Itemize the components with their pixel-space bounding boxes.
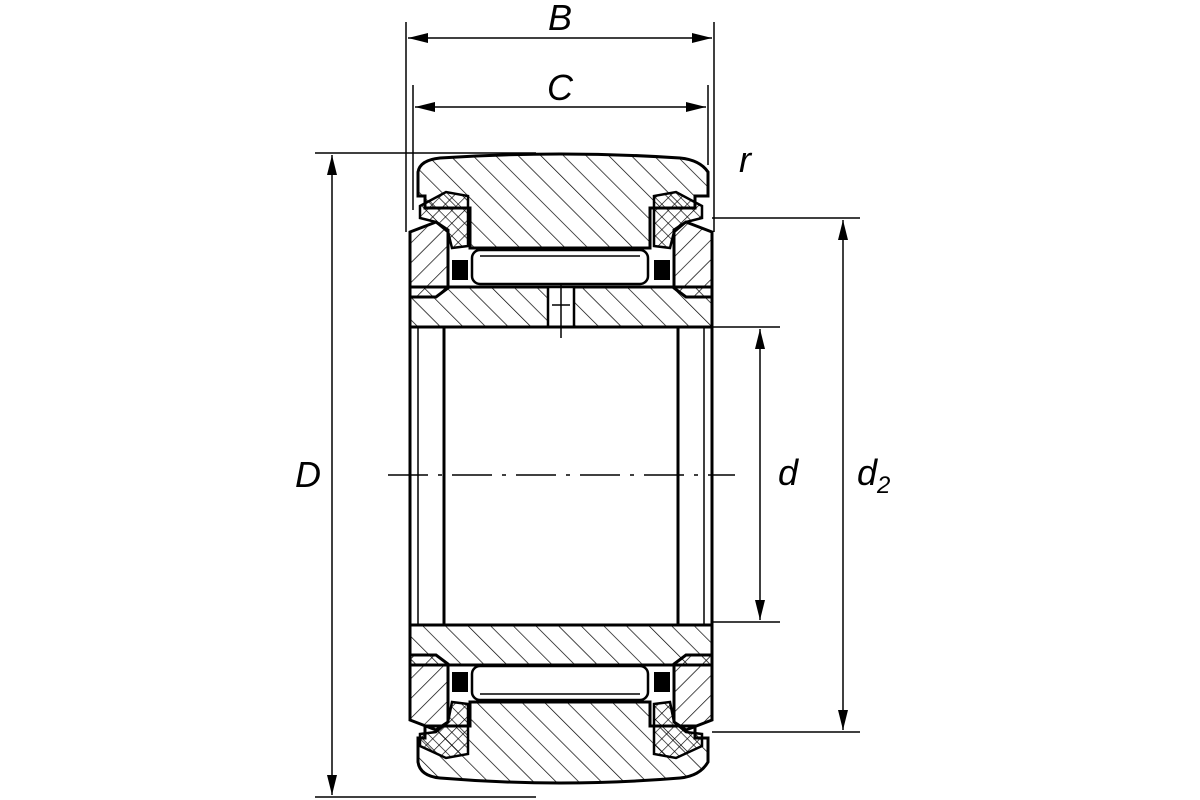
bore-outline — [408, 325, 714, 627]
seal-bottom-left — [418, 700, 470, 760]
seal-lip-top-left — [452, 260, 468, 280]
label-d2: d2 — [857, 452, 890, 499]
label-r: r — [739, 139, 753, 180]
side-ring-bottom-left — [408, 653, 450, 732]
side-ring-bottom-right — [672, 653, 714, 732]
seal-lip-bottom-right — [654, 672, 670, 692]
seal-top-right — [652, 190, 704, 250]
needle-roller-bottom — [470, 664, 650, 702]
label-D: D — [295, 454, 321, 495]
label-d: d — [778, 452, 799, 493]
side-ring-top-left — [408, 220, 450, 299]
label-C: C — [547, 67, 574, 108]
needle-roller-top — [470, 248, 650, 286]
seal-lip-top-right — [654, 260, 670, 280]
side-ring-top-right — [672, 220, 714, 299]
seal-top-left — [418, 190, 470, 250]
seal-lip-bottom-left — [452, 672, 468, 692]
outer-ring-top — [416, 152, 710, 250]
label-d2-sub: 2 — [876, 472, 890, 499]
label-d2-main: d — [857, 452, 878, 493]
seal-bottom-right — [652, 700, 704, 760]
label-B: B — [548, 0, 572, 38]
inner-ring-bottom — [408, 623, 714, 667]
